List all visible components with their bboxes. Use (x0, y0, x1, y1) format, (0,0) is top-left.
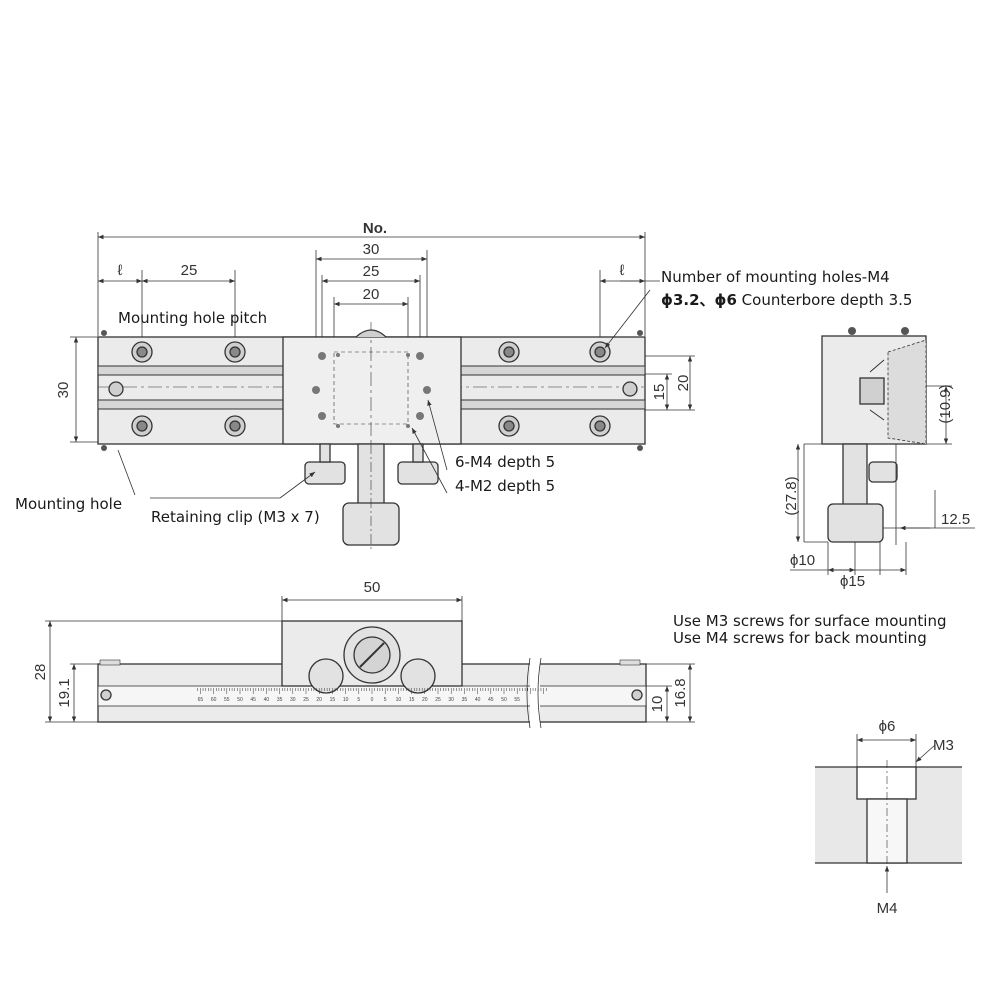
front-clip-left (308, 658, 344, 694)
note-mounting-hole-pitch: Mounting hole pitch (118, 309, 268, 327)
scale-label: 45 (488, 697, 494, 703)
note-surface-mounting: Use M3 screws for surface mounting (673, 612, 947, 630)
dim-height-30: 30 (55, 382, 72, 399)
dim-10: 10 (649, 696, 666, 713)
dim-phi-15: ϕ15 (840, 573, 865, 590)
scale-label: 35 (277, 697, 283, 703)
dim-50: 50 (364, 579, 381, 596)
scale-label: 20 (422, 697, 428, 703)
scale-label: 30 (290, 697, 296, 703)
dim-15: 15 (651, 384, 668, 401)
slider-tapped-holes (312, 352, 431, 428)
scale-label: 55 (224, 697, 230, 703)
scale-label: 45 (250, 697, 256, 703)
locking-knob (342, 443, 400, 550)
scale-label: 5 (384, 697, 387, 703)
scale-label: 35 (462, 697, 468, 703)
dim-phi-10: ϕ10 (790, 552, 815, 569)
dim-16-8: 16.8 (672, 678, 689, 707)
dim-27-8: (27.8) (783, 476, 800, 515)
scale-label: 10 (343, 697, 349, 703)
side-view-dimension-lines (790, 385, 975, 575)
dim-10-9: (10.9) (937, 384, 954, 423)
dim-19-1: 19.1 (56, 678, 73, 707)
note-m4-holes: 6-M4 depth 5 (455, 453, 556, 471)
side-view: (10.9) (27.8) 12.5 ϕ10 ϕ15 (783, 327, 975, 590)
scale-label: 65 (198, 697, 204, 703)
note-mounting-hole: Mounting hole (15, 495, 123, 513)
overall-length-label: No. (363, 220, 387, 237)
scale-label: 40 (264, 697, 270, 703)
front-view-dim-texts: 50 28 19.1 10 16.8 (32, 579, 689, 712)
side-view-knob (827, 503, 884, 543)
top-view-leaders (117, 280, 660, 499)
dim-ell-right: ℓ (620, 262, 625, 279)
dim-20-vertical: 20 (675, 375, 692, 392)
note-counterbore-depth: Counterbore depth 3.5 (736, 291, 913, 309)
scale-label: 20 (316, 697, 322, 703)
top-view: No. 30 25 20 ℓ 25 ℓ 30 15 20 (55, 220, 695, 550)
scale-label: 60 (211, 697, 217, 703)
note-m2-holes: 4-M2 depth 5 (455, 477, 556, 495)
scale-label: 15 (330, 697, 336, 703)
dim-pitch: 25 (181, 262, 198, 279)
side-view-dim-texts: (10.9) (27.8) 12.5 ϕ10 ϕ15 (783, 384, 970, 590)
note-counterbore-diameters: ϕ3.2、ϕ6 (661, 291, 737, 309)
dim-m3: M3 (933, 737, 954, 754)
scale-label: 5 (357, 697, 360, 703)
mounting-holes (108, 341, 638, 437)
dim-phi-6: ϕ6 (879, 718, 896, 735)
scale-label: 15 (409, 697, 415, 703)
note-mounting-holes-count: Number of mounting holes-M4 (661, 268, 890, 286)
scale-label: 25 (303, 697, 309, 703)
front-clip-right (400, 658, 436, 694)
retaining-clips (304, 443, 439, 485)
detail-view: ϕ6 M3 M4 (815, 718, 962, 917)
dim-28: 28 (32, 664, 49, 681)
scale-ticks (197, 688, 547, 694)
note-counterbore: ϕ3.2、ϕ6 Counterbore depth 3.5 (661, 293, 912, 308)
dim-25: 25 (363, 263, 380, 280)
note-back-mounting: Use M4 screws for back mounting (673, 629, 927, 647)
detail-dimension-lines (856, 734, 936, 893)
scale-label: 40 (475, 697, 481, 703)
side-view-knob-stem (842, 443, 868, 507)
top-view-dim-texts: No. 30 25 20 ℓ 25 ℓ 30 15 20 (55, 220, 692, 400)
scale-label: 55 (514, 697, 520, 703)
top-slider-block (282, 336, 462, 445)
dim-12-5: 12.5 (941, 511, 970, 528)
scale-label: 30 (448, 697, 454, 703)
detail-dim-texts: ϕ6 M3 M4 (877, 718, 954, 917)
scale-label: 25 (435, 697, 441, 703)
detail-counterbore (856, 766, 917, 800)
front-view-dimension-lines (45, 596, 695, 723)
scale-label: 50 (501, 697, 507, 703)
dim-20: 20 (363, 286, 380, 303)
dim-m4: M4 (877, 900, 898, 917)
scale-label: 0 (371, 697, 374, 703)
scale-label: 50 (237, 697, 243, 703)
dim-ell-left: ℓ (118, 262, 123, 279)
note-retaining-clip: Retaining clip (M3 x 7) (151, 508, 320, 526)
scale-label: 10 (396, 697, 402, 703)
dim-30: 30 (363, 241, 380, 258)
